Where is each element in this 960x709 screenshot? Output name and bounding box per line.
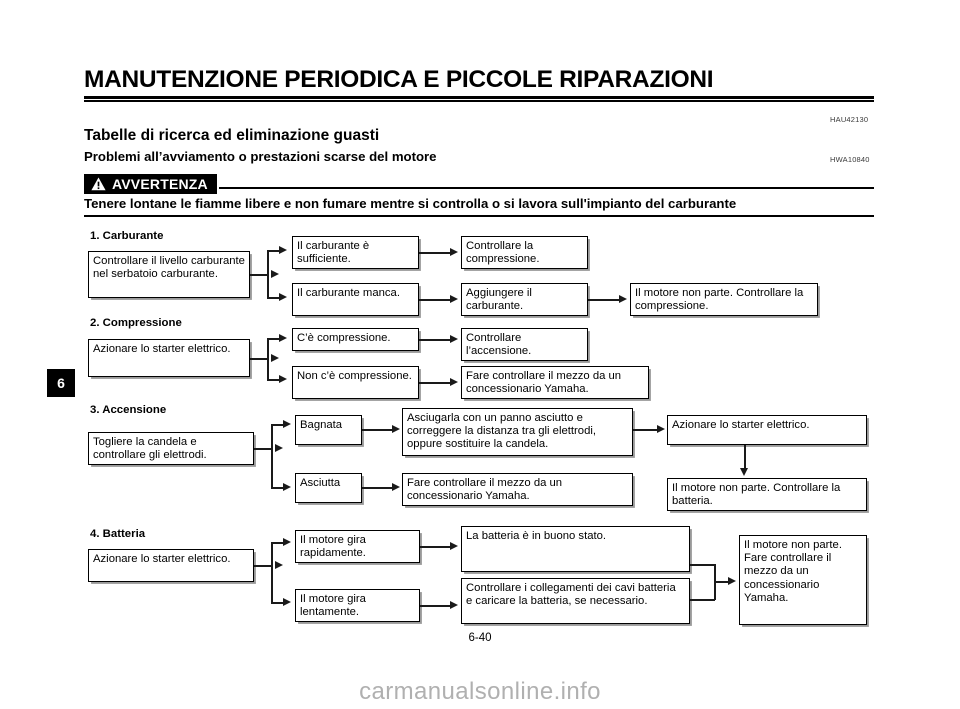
reference-code-1: HAU42130	[830, 115, 869, 124]
flowchart-label-4: 4. Batteria	[90, 528, 146, 540]
flow1-arrow-down	[279, 292, 287, 301]
flow1-branch2-condition: Il carburante manca.	[292, 283, 419, 316]
flowchart-label-3: 3. Accensione	[90, 404, 167, 416]
flow3-branch1-result: Azionare lo starter elettrico.	[667, 415, 867, 445]
warning-badge-label: AVVERTENZA	[112, 176, 208, 192]
flow4-branch1-condition: Il motore gira rapidamente.	[295, 530, 420, 563]
flow4-branch1-action: La batteria è in buono stato.	[461, 526, 690, 572]
flow2-start-box: Azionare lo starter elettrico.	[88, 339, 250, 377]
warning-rule-bottom	[84, 215, 874, 218]
flow2-branch1-condition: C’è compressione.	[292, 328, 419, 351]
subsection-title: Problemi all’avviamento o prestazioni sc…	[84, 149, 437, 164]
flow3-branch1-result2: Il motore non parte. Controllare la batt…	[667, 478, 867, 511]
title-divider	[84, 96, 874, 102]
reference-code-2: HWA10840	[830, 155, 870, 164]
warning-badge: AVVERTENZA	[84, 174, 217, 194]
flow1-branch2-action: Aggiungere il carburante.	[461, 283, 588, 316]
flow2-branch2-condition: Non c’è compressione.	[292, 366, 419, 399]
flow3-branch2-condition: Asciutta	[295, 473, 362, 503]
warning-triangle-icon	[91, 177, 106, 191]
flow1-branch1-action: Controllare la compressione.	[461, 236, 588, 269]
page-title: MANUTENZIONE PERIODICA E PICCOLE RIPARAZ…	[84, 66, 714, 93]
flow3-branch2-action: Fare controllare il mezzo da un concessi…	[402, 473, 633, 506]
flow3-branch1-action: Asciugarla con un panno asciutto e corre…	[402, 408, 633, 456]
flow1-branch2-result: Il motore non parte. Controllare la comp…	[630, 283, 818, 316]
flow3-branch1-condition: Bagnata	[295, 415, 362, 445]
flow4-start-box: Azionare lo starter elettrico.	[88, 549, 254, 582]
flow3-start-box: Togliere la candela e controllare gli el…	[88, 432, 254, 465]
flow4-branch2-condition: Il motore gira lentamente.	[295, 589, 420, 622]
flow4-branch2-action: Controllare i collegamenti dei cavi batt…	[461, 578, 690, 624]
flow1-start-box: Controllare il livello carburante nel se…	[88, 251, 250, 298]
flow1-arrow-up	[279, 245, 287, 254]
flow4-merged-result: Il motore non parte. Fare controllare il…	[739, 535, 867, 625]
flow3-split-arrow	[275, 443, 283, 452]
flow3-down-arrow	[740, 468, 748, 476]
flowchart-label-1: 1. Carburante	[90, 230, 164, 242]
watermark: carmanualsonline.info	[359, 678, 601, 705]
flow4-merge-arrow	[728, 576, 736, 585]
flow2-branch2-action: Fare controllare il mezzo da un concessi…	[461, 366, 649, 399]
warning-text: Tenere lontane le fiamme libere e non fu…	[84, 196, 737, 211]
warning-rule-top	[219, 187, 874, 189]
page-number: 6-40	[468, 632, 492, 644]
flow4-split-arrow	[275, 560, 283, 569]
flow2-branch1-action: Controllare l’accensione.	[461, 328, 588, 361]
flowchart-label-2: 2. Compressione	[90, 317, 182, 329]
flow1-split-arrow	[271, 269, 279, 278]
section-title: Tabelle di ricerca ed eliminazione guast…	[84, 127, 380, 144]
chapter-tab-6: 6	[47, 369, 75, 397]
flow1-branch1-condition: Il carburante è sufficiente.	[292, 236, 419, 269]
flow2-split-arrow	[271, 353, 279, 362]
